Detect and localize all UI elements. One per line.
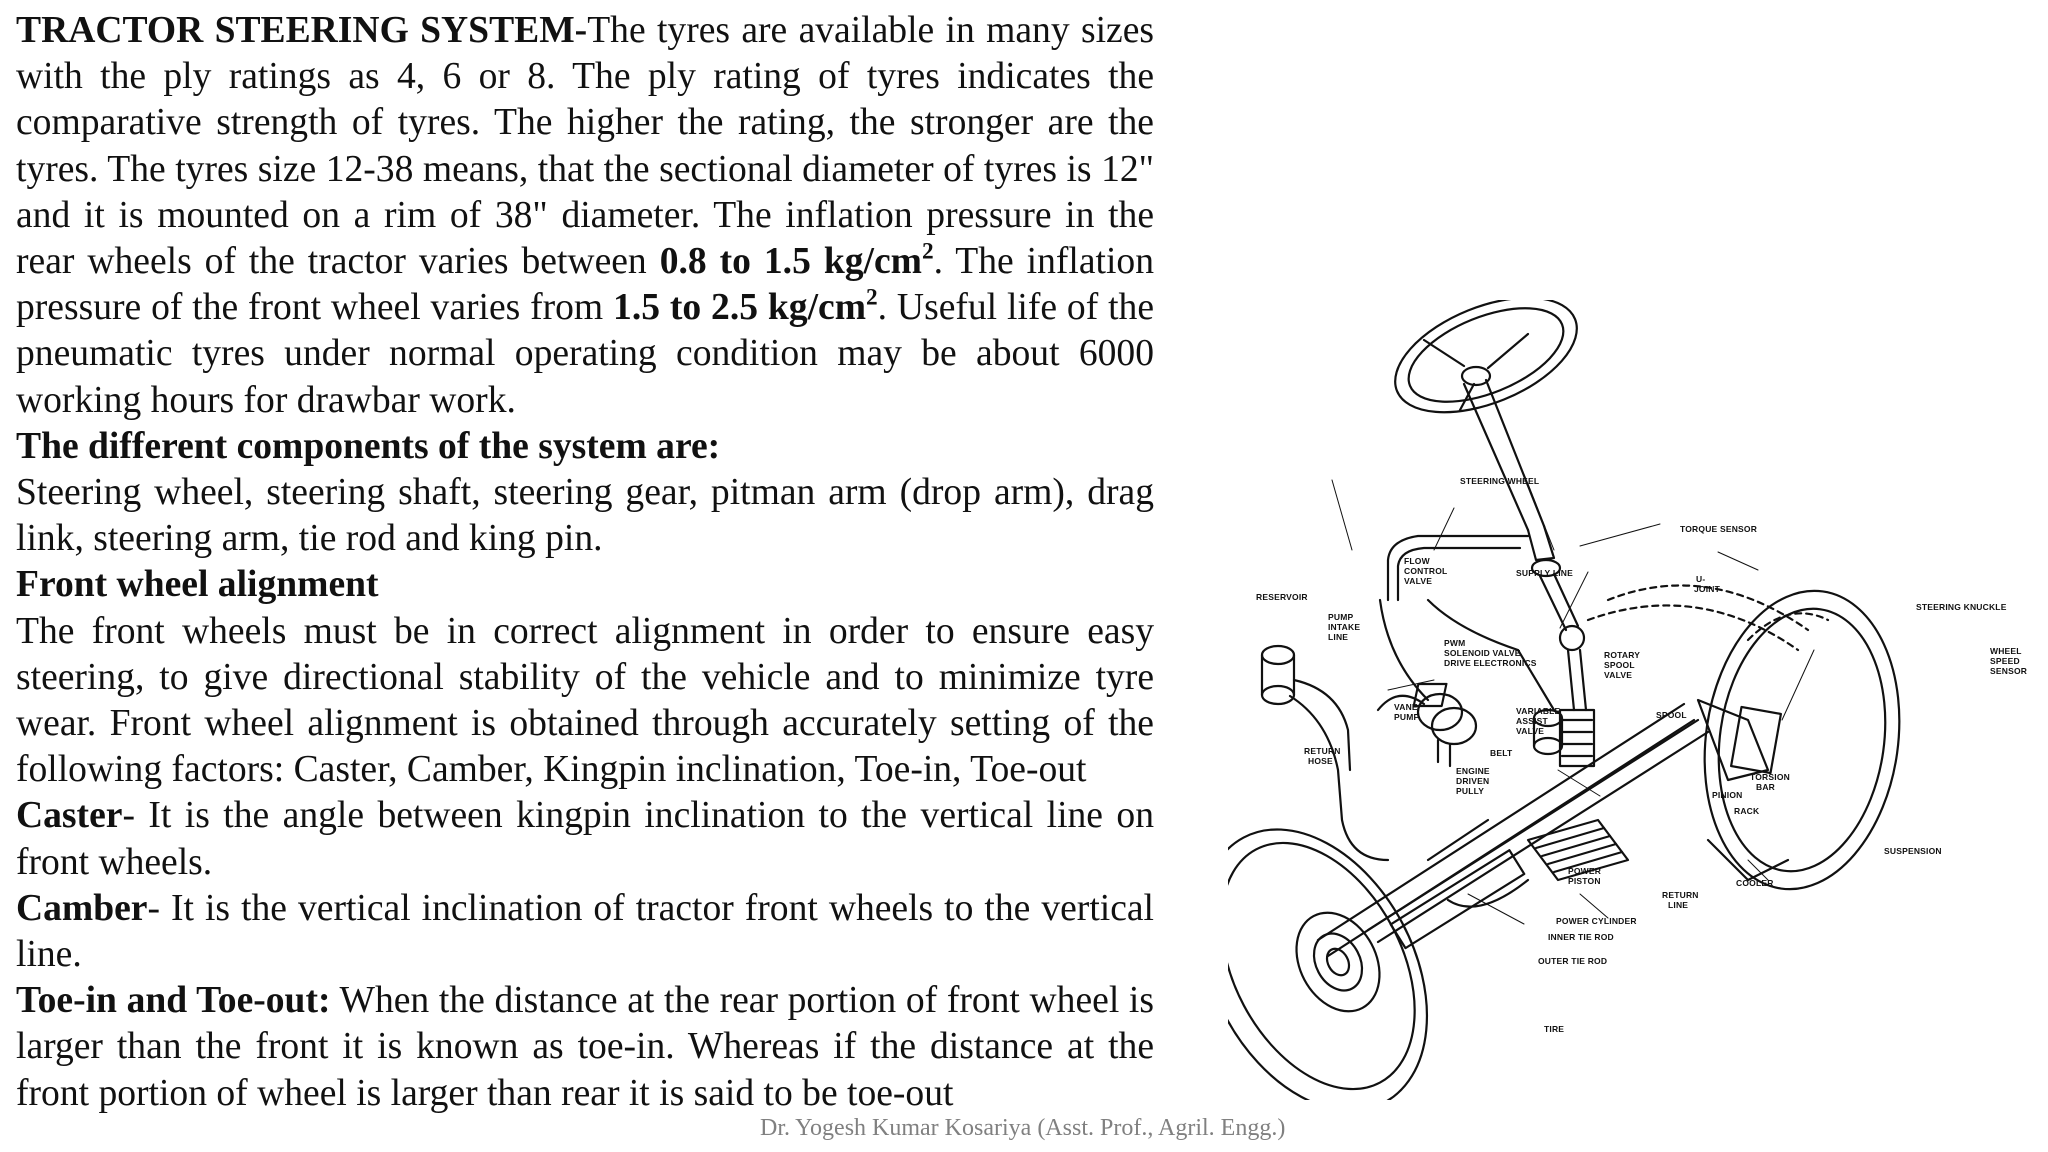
caster-paragraph: Caster- It is the angle between kingpin … — [16, 793, 1154, 885]
label-cooler: COOLER — [1736, 878, 1774, 888]
rear-pressure-value: 0.8 to 1.5 kg/cm2 — [659, 238, 934, 283]
toe-term: Toe-in and Toe-out: — [16, 980, 331, 1022]
label-steering-wheel: STEERING WHEEL — [1460, 476, 1539, 486]
label-spool: SPOOL — [1656, 710, 1687, 720]
steering-column-drawing — [1462, 378, 1596, 768]
label-rotary-spool-3: VALVE — [1604, 670, 1632, 680]
label-torque-sensor: TORQUE SENSOR — [1680, 524, 1757, 534]
cooler-drawing — [1526, 818, 1630, 882]
tyres-paragraph: TRACTOR STEERING SYSTEM-The tyres are av… — [16, 8, 1154, 424]
steering-system-diagram: STEERING WHEEL TORQUE SENSOR FLOW CONTRO… — [1199, 296, 2048, 1112]
left-wheel-drawing — [1199, 828, 1429, 1112]
main-text-column: TRACTOR STEERING SYSTEM-The tyres are av… — [16, 8, 1154, 1117]
label-power-piston-1: POWER — [1568, 866, 1601, 876]
label-return-line-2: LINE — [1668, 900, 1688, 910]
vane-pump-drawing — [1376, 598, 1478, 768]
author-footer: Dr. Yogesh Kumar Kosariya (Asst. Prof., … — [760, 1115, 1286, 1141]
label-steering-knuckle: STEERING KNUCKLE — [1916, 602, 2007, 612]
label-flow-control-1: FLOW — [1404, 556, 1431, 566]
label-belt: BELT — [1490, 748, 1513, 758]
section-title: TRACTOR STEERING SYSTEM- — [16, 10, 588, 51]
front-pressure-text: 1.5 to 2.5 kg/cm — [613, 287, 867, 329]
alignment-heading: Front wheel alignment — [16, 564, 379, 606]
camber-paragraph: Camber- It is the vertical inclination o… — [16, 886, 1154, 978]
steering-diagram-svg: STEERING WHEEL TORQUE SENSOR FLOW CONTRO… — [1199, 296, 2027, 1112]
label-inner-tie-rod: INNER TIE ROD — [1548, 932, 1614, 942]
label-power-cylinder: POWER CYLINDER — [1556, 916, 1637, 926]
label-rotary-spool-2: SPOOL — [1604, 660, 1635, 670]
label-wheel-speed-2: SPEED — [1990, 656, 2020, 666]
label-variable-assist-3: VALVE — [1516, 726, 1544, 736]
label-return-hose-2: HOSE — [1308, 756, 1333, 766]
label-flow-control-2: CONTROL — [1404, 566, 1447, 576]
toe-body: When the distance at the rear portion of… — [16, 980, 1154, 1114]
reservoir-drawing — [1260, 644, 1390, 862]
tyres-body-b: . The inflation pressure of the front wh… — [16, 241, 1155, 329]
label-wheel-speed-1: WHEEL — [1990, 646, 2022, 656]
camber-term: Camber — [16, 887, 148, 929]
valve-blocks-drawing — [1412, 682, 1564, 756]
label-variable-assist-1: VARIABLE — [1516, 706, 1561, 716]
label-pump-intake-1: PUMP — [1328, 612, 1353, 622]
label-u-joint-1: U- — [1696, 574, 1705, 584]
label-tire: TIRE — [1544, 1024, 1564, 1034]
front-pressure-value: 1.5 to 2.5 kg/cm2 — [613, 284, 878, 329]
label-rotary-spool-1: ROTARY — [1604, 650, 1640, 660]
supply-line-drawing — [1386, 534, 1556, 712]
label-power-piston-2: PISTON — [1568, 876, 1601, 886]
steering-wheel-drawing — [1394, 296, 1578, 414]
alignment-body: The front wheels must be in correct alig… — [16, 610, 1154, 791]
toe-paragraph: Toe-in and Toe-out: When the distance at… — [16, 978, 1154, 1117]
components-body: Steering wheel, steering shaft, steering… — [16, 472, 1154, 560]
label-flow-control-3: VALVE — [1404, 576, 1432, 586]
label-outer-tie-rod: OUTER TIE ROD — [1538, 956, 1607, 966]
leader-lines — [1331, 479, 1815, 925]
label-torsion-bar-2: BAR — [1756, 782, 1775, 792]
right-wheel-drawing — [1586, 584, 1901, 891]
label-supply-line: SUPPLY LINE — [1516, 568, 1573, 578]
front-pressure-sup: 2 — [866, 284, 878, 311]
rear-pressure-text: 0.8 to 1.5 kg/cm — [659, 241, 922, 283]
label-engine-driven-2: DRIVEN — [1456, 776, 1489, 786]
label-return-hose-1: RETURN — [1304, 746, 1341, 756]
label-pwm-2: SOLENOID VALVE — [1444, 648, 1521, 658]
camber-body: - It is the vertical inclination of trac… — [16, 887, 1154, 976]
caster-term: Caster — [16, 795, 123, 837]
label-suspension: SUSPENSION — [1884, 846, 1942, 856]
rear-pressure-sup: 2 — [921, 238, 934, 265]
components-heading: The different components of the system a… — [16, 425, 721, 467]
label-pwm-3: DRIVE ELECTRONICS — [1444, 658, 1537, 668]
label-wheel-speed-3: SENSOR — [1990, 666, 2027, 676]
tyres-body-a: The tyres are available in many sizes wi… — [16, 10, 1154, 283]
label-pump-intake-3: LINE — [1328, 632, 1348, 642]
label-engine-driven-1: ENGINE — [1456, 766, 1490, 776]
label-torsion-bar-1: TORSION — [1750, 772, 1790, 782]
label-rack: RACK — [1734, 806, 1760, 816]
tyres-body-c: . Useful life of the pneumatic tyres und… — [16, 287, 1155, 421]
label-return-line-1: RETURN — [1662, 890, 1699, 900]
label-vane-pump-1: VANE — [1394, 702, 1418, 712]
label-reservoir: RESERVOIR — [1256, 592, 1308, 602]
label-variable-assist-2: ASSIST — [1516, 716, 1549, 726]
label-pump-intake-2: INTAKE — [1328, 622, 1360, 632]
label-pwm-1: PWM — [1444, 638, 1465, 648]
caster-body: - It is the angle between kingpin inclin… — [16, 795, 1154, 883]
label-engine-driven-3: PULLY — [1456, 786, 1484, 796]
label-u-joint-2: JOINT — [1694, 584, 1721, 594]
label-vane-pump-2: PUMP — [1394, 712, 1419, 722]
label-pinion: PINION — [1712, 790, 1742, 800]
